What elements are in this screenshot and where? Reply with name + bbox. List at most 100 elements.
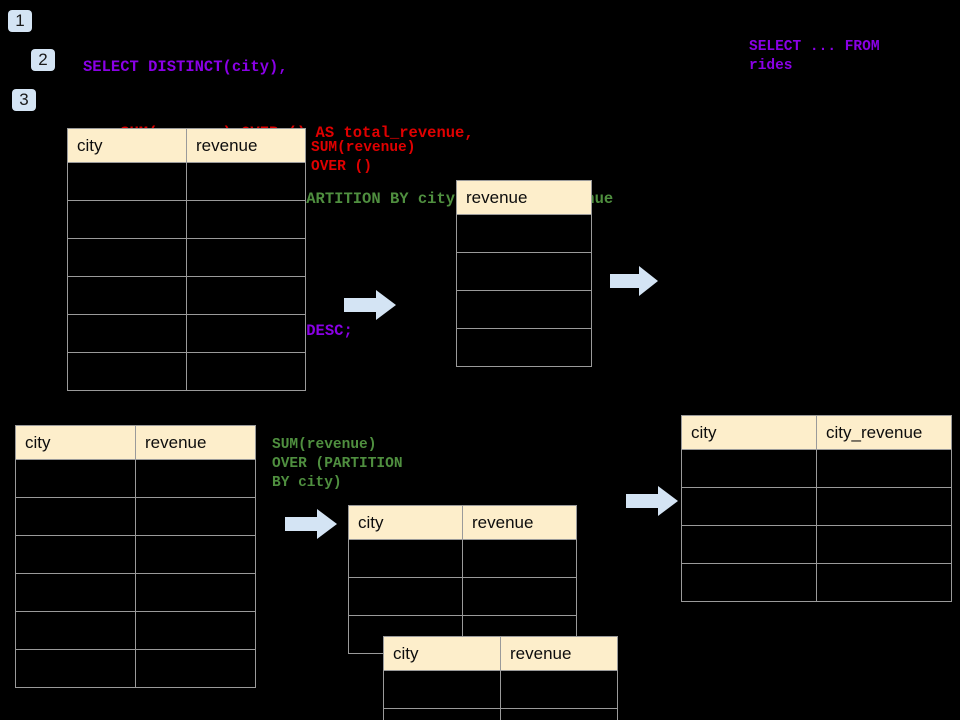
column-header-city: city [681,415,817,450]
table-row [681,525,952,564]
table-row [67,314,306,353]
table-row [15,497,256,536]
cell-revenue [462,539,577,578]
cell-revenue [186,314,306,353]
table-body [681,449,952,602]
table-partition-back: city revenue [348,505,577,654]
table-row [456,252,592,291]
cell-city [67,314,187,353]
cell-revenue [456,328,592,367]
cell-revenue [135,497,256,536]
table-row [15,611,256,650]
table-row [67,200,306,239]
cell-revenue [135,649,256,688]
cell-revenue [456,252,592,291]
table-row [348,539,577,578]
table-row [681,563,952,602]
column-header-revenue: revenue [135,425,256,460]
cell-city [15,459,136,498]
cell-revenue [186,238,306,277]
table-body [348,539,577,654]
table-header-row: revenue [456,180,592,215]
cell-city [383,708,501,720]
cell-city-revenue [816,449,952,488]
cell-revenue [500,670,618,709]
column-header-city: city [348,505,463,540]
cell-revenue [186,162,306,201]
cell-city-revenue [816,525,952,564]
step-badge-1: 1 [8,10,32,32]
step-badge-3: 3 [12,89,36,111]
column-header-revenue: revenue [462,505,577,540]
cell-revenue [456,290,592,329]
table-row [681,449,952,488]
column-header-city: city [15,425,136,460]
table-result: city city_revenue [681,415,952,602]
cell-city [67,276,187,315]
table-row [67,276,306,315]
table-header-row: city revenue [67,128,306,163]
cell-city [15,611,136,650]
table-row [383,708,618,720]
cell-revenue [186,276,306,315]
cell-revenue [456,214,592,253]
cell-city [348,539,463,578]
cell-city [15,497,136,536]
cell-revenue [135,573,256,612]
table-body [15,459,256,688]
annotation-sum-over-partition: SUM(revenue) OVER (PARTITION BY city) [272,437,403,491]
cell-revenue [186,200,306,239]
cell-revenue [135,459,256,498]
table-total-revenue: revenue [456,180,592,367]
arrow-top-left [344,290,396,320]
table-row [15,649,256,688]
cell-revenue [135,535,256,574]
table-row [67,352,306,391]
table-row [456,290,592,329]
cell-city [681,487,817,526]
table-body [456,214,592,367]
cell-city [383,670,501,709]
table-body [383,670,618,720]
column-header-city: city [67,128,187,163]
table-row [15,573,256,612]
cell-city [15,573,136,612]
table-row [15,535,256,574]
annotation-sum-over-empty: SUM(revenue) OVER () [311,140,416,175]
table-rides-bottom: city revenue [15,425,256,688]
column-header-revenue: revenue [186,128,306,163]
cell-city [67,162,187,201]
table-row [456,328,592,367]
table-row [67,238,306,277]
table-body [67,162,306,391]
arrow-top-right [610,266,658,296]
step-badge-2: 2 [31,49,55,71]
cell-city-revenue [816,563,952,602]
annotation-select-from-rides: SELECT ... FROM rides [749,39,880,74]
table-row [348,577,577,616]
arrow-bottom-left [285,509,337,539]
column-header-revenue: revenue [500,636,618,671]
cell-city [67,238,187,277]
cell-city [67,352,187,391]
table-partition-front: city revenue [383,636,618,720]
column-header-city-revenue: city_revenue [816,415,952,450]
table-header-row: city revenue [348,505,577,540]
table-header-row: city revenue [15,425,256,460]
column-header-city: city [383,636,501,671]
cell-city [348,577,463,616]
cell-city [15,649,136,688]
table-row [681,487,952,526]
cell-city [681,563,817,602]
table-row [67,162,306,201]
cell-city [681,449,817,488]
table-row [383,670,618,709]
table-row [456,214,592,253]
cell-revenue [135,611,256,650]
cell-city [681,525,817,564]
cell-city [67,200,187,239]
table-row [15,459,256,498]
cell-revenue [500,708,618,720]
sql-line-1: SELECT DISTINCT(city), [83,58,288,76]
